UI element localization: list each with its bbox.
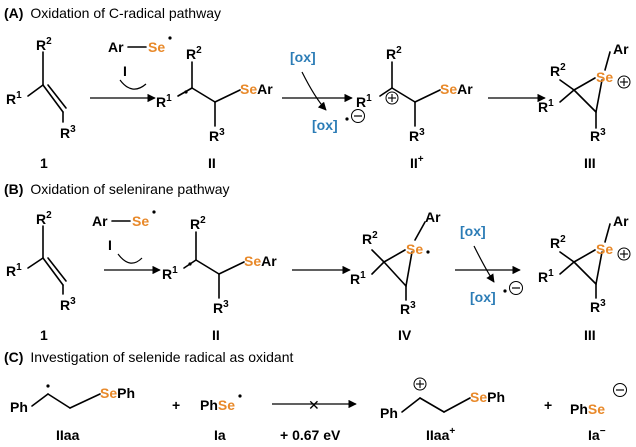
oxidant-b: [ox] [460,223,486,239]
arse-radical-b: Ar Se I [92,210,156,253]
plus-sign-2: + [544,397,552,413]
svg-text:Se: Se [148,39,165,55]
svg-text:R2: R2 [550,62,566,79]
compound-label-iiaa-plus: IIaa+ [426,426,455,443]
svg-text:R1: R1 [350,270,366,287]
compound-label-iv: IV [398,327,412,343]
svg-text:R1: R1 [6,90,22,107]
svg-text:R3: R3 [209,127,225,144]
compound-1-structure-b: R2 R1 R3 [6,210,76,313]
compound-label-iia: II [208,155,216,171]
compound-label-iib: II [212,327,220,343]
compound-iv-structure: Se Ar R2 R1 R3 [350,209,441,317]
svg-text:Ar: Ar [613,41,629,57]
svg-text:Ph: Ph [10,399,28,415]
svg-text:R2: R2 [550,234,566,251]
svg-text:SeAr: SeAr [244,253,277,269]
svg-text:Ar: Ar [92,213,108,229]
reduced-oxidant-a: [ox] [312,117,338,133]
compound-label-iiaa: IIaa [56,427,80,443]
svg-text:I: I [108,237,112,253]
svg-text:PhSe: PhSe [200,397,235,413]
svg-text:R2: R2 [190,215,206,232]
svg-text:R3: R3 [60,296,76,313]
svg-text:R1: R1 [538,268,554,285]
compound-ii-structure-b: R2 R1 R3 SeAr [162,215,277,316]
svg-text:R3: R3 [213,299,229,316]
svg-text:R1: R1 [356,93,372,110]
compound-iiaa-plus-structure: Ph SePh [380,377,505,421]
svg-text:R3: R3 [400,300,416,317]
arse-radical-a: Ar Se I [108,36,172,79]
svg-text:PhSe: PhSe [570,401,605,417]
compound-ii-plus-structure: R2 R1 R3 SeAr [356,45,473,144]
svg-text:R3: R3 [60,124,76,141]
compound-label-ii-plus: II+ [410,154,424,171]
svg-text:Se: Se [132,213,149,229]
reduced-oxidant-b: [ox] [470,289,496,305]
compound-iiaa-structure: Ph SePh [10,384,135,415]
svg-text:Ar: Ar [613,213,629,229]
phse-radical: PhSe [200,394,242,413]
svg-text:R1: R1 [156,93,172,110]
svg-text:R3: R3 [590,127,606,144]
compound-label-1b: 1 [40,327,48,343]
energy-value: + 0.67 eV [280,427,341,443]
compound-iii-structure-b: Se Ar R2 R1 R3 [538,213,631,315]
compound-label-ia: Ia [214,427,226,443]
svg-text:Se: Se [406,241,423,257]
svg-text:Se: Se [596,241,613,257]
section-b-title: (B) Oxidation of selenirane pathway [4,181,230,197]
svg-text:Ar: Ar [108,39,124,55]
plus-sign-1: + [172,397,180,413]
compound-label-iii-b: III [584,327,596,343]
svg-text:SePh: SePh [470,389,505,405]
svg-text:R3: R3 [409,127,425,144]
svg-text:SeAr: SeAr [240,81,273,97]
svg-text:R1: R1 [538,98,554,115]
svg-text:R3: R3 [590,298,606,315]
svg-text:I: I [123,63,127,79]
compound-ii-structure-a: R2 R1 R3 SeAr [156,45,273,144]
svg-text:R1: R1 [162,265,178,282]
oxidant-a: [ox] [290,49,316,65]
svg-text:SePh: SePh [100,385,135,401]
svg-text:R2: R2 [186,45,202,62]
blocked-cross: ✕ [308,398,320,414]
compound-label-ia-minus: Ia− [588,426,606,443]
compound-label-iii-a: III [584,155,596,171]
svg-text:SeAr: SeAr [440,81,473,97]
svg-text:R2: R2 [36,210,52,227]
compound-iii-structure-a: Se Ar R2 R1 R3 [538,41,631,144]
compound-label-1a: 1 [40,155,48,171]
svg-text:R2: R2 [362,230,378,247]
svg-text:Ph: Ph [380,405,398,421]
svg-text:Se: Se [596,69,613,85]
section-c-title: (C) Investigation of selenide radical as… [4,349,293,365]
svg-text:Ar: Ar [425,209,441,225]
svg-text:R1: R1 [6,262,22,279]
section-a-title: (A) Oxidation of C-radical pathway [4,5,221,21]
phse-anion: PhSe [570,383,627,417]
svg-text:R2: R2 [36,36,52,53]
svg-text:R2: R2 [386,45,402,62]
compound-1-structure-a: R2 R1 R3 [6,36,76,141]
